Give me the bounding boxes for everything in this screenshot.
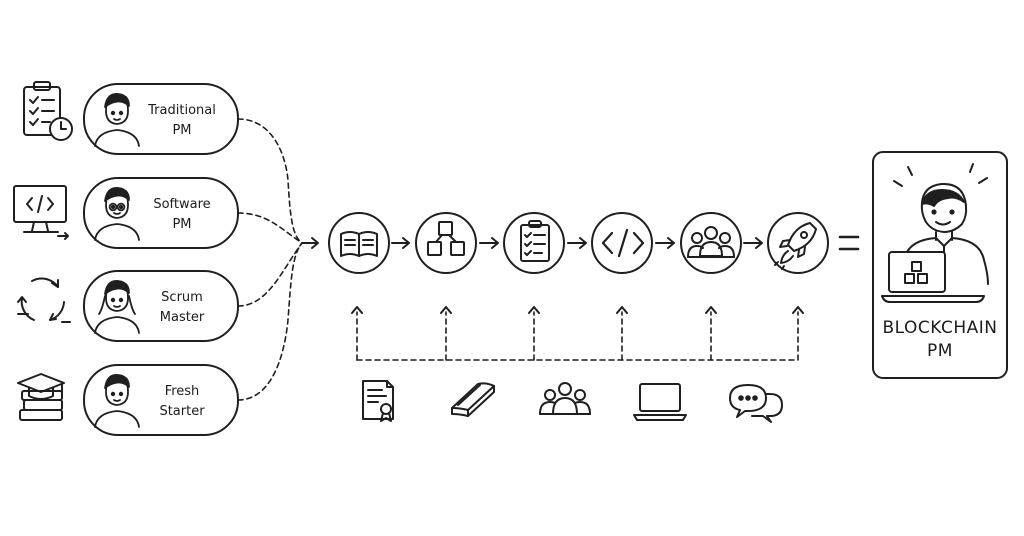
role-avatar <box>94 374 140 428</box>
book-icon <box>451 382 495 417</box>
laptop-icon <box>633 383 687 421</box>
role-label-line2: Starter <box>159 404 205 419</box>
feedback-arrowheads <box>351 306 804 314</box>
blockchain-pm-avatar <box>903 182 989 285</box>
role-label-line1: Software <box>153 197 210 212</box>
checklist-clipboard-icon <box>520 220 550 262</box>
step-circle <box>591 212 653 274</box>
team-people-icon <box>687 226 735 258</box>
role-label-line1: Fresh <box>165 384 200 399</box>
role-label-line2: Master <box>160 310 205 325</box>
code-brackets-icon <box>601 228 645 258</box>
role-label-line2: PM <box>172 123 191 138</box>
laptop-blockchain-icon <box>881 251 985 303</box>
monitor-code-icon <box>13 185 69 240</box>
feedback-loop <box>356 311 799 361</box>
role-label-line1: Traditional <box>147 103 216 118</box>
role-avatar <box>94 187 140 241</box>
result-title-line1: BLOCKCHAIN <box>882 318 997 338</box>
excitement-marks <box>893 163 988 187</box>
step-circle <box>767 212 829 274</box>
step-circle <box>680 212 742 274</box>
role-avatar <box>94 280 140 334</box>
chat-bubbles-icon <box>729 384 783 423</box>
clipboard-clock-icon <box>23 81 73 141</box>
graduation-books-icon <box>17 373 65 421</box>
role-connectors <box>237 118 303 401</box>
result-title-line2: PM <box>927 341 953 361</box>
step-circle <box>415 212 477 274</box>
result-card: BLOCKCHAIN PM <box>872 151 1008 379</box>
rocket-launch-icon <box>774 222 817 270</box>
cycle-arrows-icon <box>17 277 71 323</box>
role-label-line2: PM <box>172 217 191 232</box>
role-label-line1: Scrum <box>161 290 203 305</box>
open-book-icon <box>340 231 378 257</box>
equals-sign <box>838 235 860 251</box>
community-icon <box>539 382 591 415</box>
step-circle <box>503 212 565 274</box>
merge-arrow <box>301 237 319 249</box>
role-avatar <box>94 93 140 147</box>
step-arrows <box>391 237 763 249</box>
blockchain-cubes-icon <box>427 221 465 256</box>
certificate-icon <box>362 380 394 422</box>
step-circle <box>328 212 390 274</box>
